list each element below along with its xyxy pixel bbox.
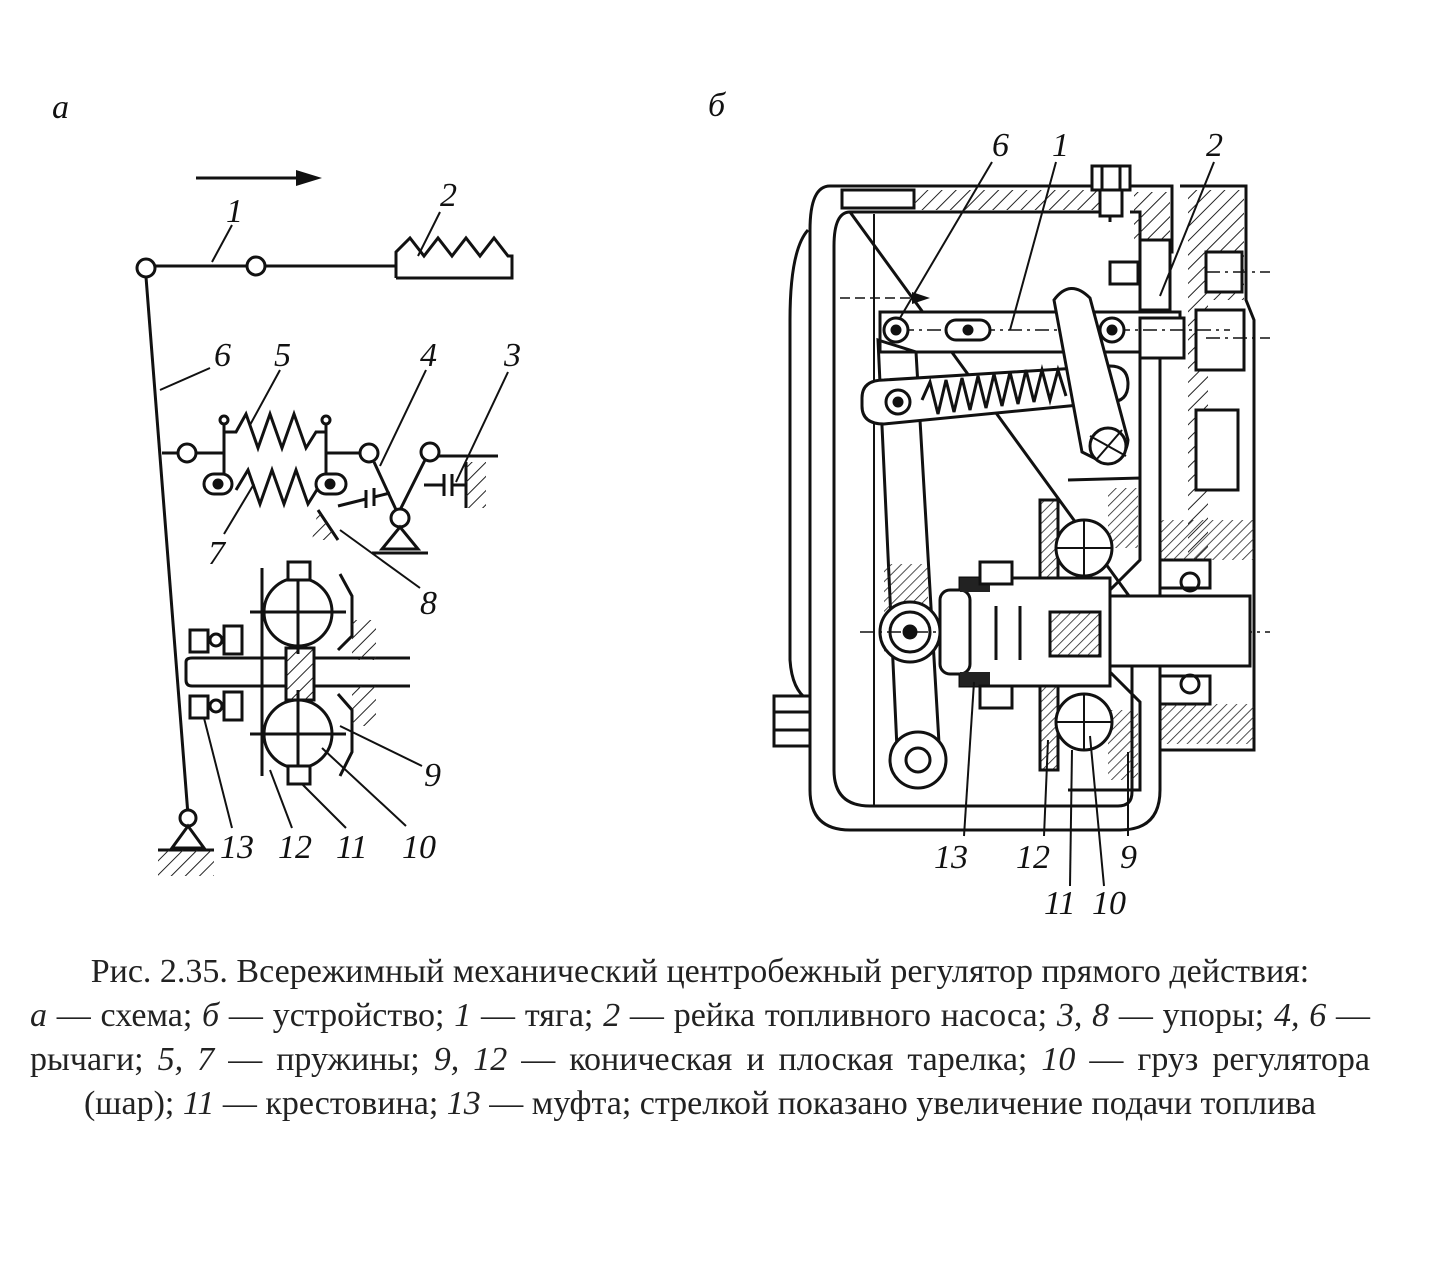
caption-text: — муфта; стрелкой показано увеличение по…	[480, 1085, 1317, 1122]
label-a-5: 5	[274, 337, 291, 374]
caption-text: — тяга;	[471, 997, 604, 1034]
governor-figure: а	[52, 87, 1270, 922]
panel-b-device: б	[708, 87, 1270, 922]
label-b-1: 1	[1052, 127, 1069, 164]
ground-support	[158, 808, 214, 876]
cone-plate-9	[336, 573, 376, 777]
label-a-4: 4	[420, 337, 437, 374]
caption-key: б	[202, 997, 220, 1034]
caption-key: 9, 12	[433, 1041, 508, 1078]
stop-3	[424, 454, 498, 508]
housing	[788, 184, 1174, 832]
figure-caption: Рис. 2.35. Всережимный механический цент…	[30, 950, 1370, 1126]
pump-body	[1108, 184, 1270, 752]
caption-key: 10	[1041, 1041, 1076, 1078]
lever-4	[358, 441, 441, 555]
caption-key: 11	[182, 1085, 215, 1122]
label-b-6: 6	[992, 127, 1009, 164]
caption-key: 13	[446, 1085, 481, 1122]
cross-11	[286, 560, 312, 786]
rod-1-b	[840, 292, 1230, 360]
caption-title: Рис. 2.35. Всережимный механический цент…	[90, 953, 1310, 990]
panel-b-letter: б	[708, 87, 727, 124]
caption-text: — упоры;	[1109, 997, 1274, 1034]
label-a-7: 7	[208, 535, 227, 572]
stop-8	[312, 488, 391, 541]
label-b-13: 13	[934, 839, 968, 876]
label-a-9: 9	[424, 757, 441, 794]
caption-text: — пружины;	[214, 1041, 434, 1078]
label-a-1: 1	[226, 193, 243, 230]
weights-10	[250, 568, 346, 778]
caption-text: — устройство;	[219, 997, 455, 1034]
caption-text: — крестовина;	[214, 1085, 447, 1122]
label-a-6: 6	[214, 337, 231, 374]
fuel-pump-rack-2	[394, 235, 514, 280]
label-a-12: 12	[278, 829, 312, 866]
fuel-increase-arrow	[196, 170, 322, 186]
label-b-11: 11	[1044, 885, 1075, 922]
label-b-12: 12	[1016, 839, 1050, 876]
governor-assembly	[860, 476, 1270, 792]
panel-b-leaders	[899, 161, 1215, 887]
panel-a-leaders	[159, 211, 509, 829]
panel-a-letter: а	[52, 89, 69, 126]
lever-4-b	[1052, 287, 1130, 466]
rod-1	[135, 255, 396, 279]
caption-key: а	[30, 997, 47, 1034]
label-a-3: 3	[503, 337, 521, 374]
lever-6-b	[876, 337, 948, 790]
label-a-2: 2	[440, 177, 457, 214]
panel-b-labels: 6 1 2 13 12 9 11 10	[934, 127, 1223, 922]
caption-key: 2	[603, 997, 621, 1034]
side-bolt	[772, 694, 812, 748]
caption-legend: а — схема; б — устройство; 1 — тяга; 2 —…	[30, 994, 1370, 1126]
panel-a-scheme: а	[52, 89, 521, 876]
panel-a-labels: 1 2 3 4 5 6 7 8 9 10 11 12 13	[208, 177, 521, 866]
caption-text: — рычаги;	[30, 997, 1370, 1078]
label-a-8: 8	[420, 585, 437, 622]
label-b-9: 9	[1120, 839, 1137, 876]
springs-5-7	[162, 409, 360, 509]
caption-text: — груз регулятора (шар);	[83, 1041, 1371, 1122]
caption-key: 3, 8	[1056, 997, 1110, 1034]
label-a-13: 13	[220, 829, 254, 866]
label-b-2: 2	[1206, 127, 1223, 164]
caption-text: — схема;	[47, 997, 203, 1034]
label-a-11: 11	[336, 829, 367, 866]
caption-text: — рейка топливного насоса;	[620, 997, 1057, 1034]
label-a-10: 10	[402, 829, 436, 866]
top-bolt	[1090, 164, 1132, 218]
lever-6	[144, 276, 190, 816]
label-b-10: 10	[1092, 885, 1126, 922]
caption-text: — коническая и плоская тарелка;	[507, 1041, 1042, 1078]
coupling-13	[188, 624, 244, 722]
caption-key: 4, 6	[1273, 997, 1327, 1034]
caption-key: 5, 7	[157, 1041, 215, 1078]
caption-key: 1	[454, 997, 472, 1034]
